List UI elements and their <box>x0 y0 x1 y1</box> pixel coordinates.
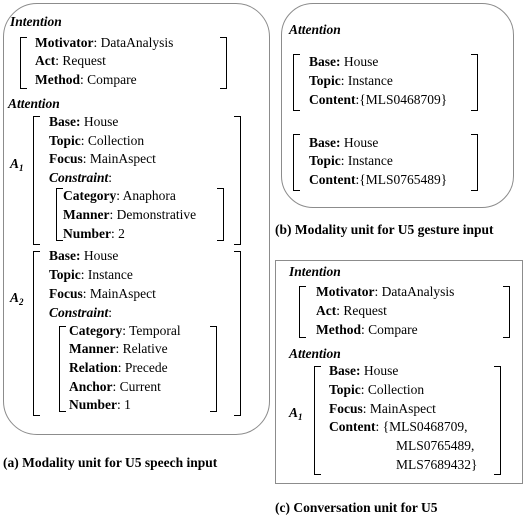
panel-a-a1-label: A1 <box>10 156 24 173</box>
panel-b-group2-row: Topic: Instance <box>309 153 393 168</box>
panel-a-a1-constraint-bracket-left <box>56 188 63 241</box>
panel-b-group1-row: Base: House <box>309 54 379 69</box>
panel-a-caption: (a) Modality unit for U5 speech input <box>3 455 218 470</box>
panel-c-intention-title: Intention <box>289 264 341 279</box>
panel-b-group2-row: Base: House <box>309 135 379 150</box>
panel-c-a1-label: A1 <box>289 405 303 422</box>
panel-a-a2-constraint-row: Number: 1 <box>69 397 131 412</box>
panel-a-a2-constraint-row: Relation: Precede <box>69 360 168 375</box>
panel-c-a1-row: Base: House <box>329 363 399 378</box>
panel-c-intention-row: Motivator: DataAnalysis <box>316 284 455 299</box>
panel-a-a1-row: Focus: MainAspect <box>49 151 156 166</box>
panel-c-a1-content-continuation: MLS0765489, <box>396 438 475 453</box>
panel-c-a1-bracket-right <box>494 366 501 475</box>
panel-a-intention-row: Motivator: DataAnalysis <box>35 35 174 50</box>
panel-a-a1-row: Base: House <box>49 114 119 129</box>
panel-a-a2-bracket-left <box>33 251 40 416</box>
panel-c-a1-row: Content: {MLS0468709, <box>329 419 468 434</box>
panel-c-a1-content-continuation: MLS7689432} <box>396 457 478 472</box>
panel-a-a2-constraint-row: Category: Temporal <box>69 323 181 338</box>
panel-c-frame <box>275 260 523 484</box>
panel-a-frame <box>3 3 270 435</box>
panel-a-a1-constraint-row: Number: 2 <box>63 226 125 241</box>
panel-b-group2-bracket-left <box>293 134 300 191</box>
panel-b-group2-bracket-right <box>471 134 478 191</box>
panel-a-a1-row: Topic: Collection <box>49 133 145 148</box>
panel-a-a2-bracket-right <box>234 251 241 416</box>
panel-b-group2-row: Content:{MLS0765489} <box>309 172 448 187</box>
panel-c-a1-bracket-left <box>314 366 321 475</box>
panel-a-intention-bracket-right <box>220 37 227 89</box>
panel-b-attention-title: Attention <box>289 22 341 37</box>
panel-a-a1-bracket-left <box>33 116 40 245</box>
panel-a-a2-row: Focus: MainAspect <box>49 286 156 301</box>
panel-a-a2-constraint-row: Manner: Relative <box>69 341 168 356</box>
panel-b-caption: (b) Modality unit for U5 gesture input <box>275 222 494 237</box>
panel-a-a1-constraint-row: Manner: Demonstrative <box>63 207 197 222</box>
panel-a-a2-row: Base: House <box>49 248 119 263</box>
panel-b-group1-bracket-left <box>293 54 300 111</box>
panel-a-a1-constraint-title: Constraint: <box>49 170 113 185</box>
panel-a-a1-constraint-row: Category: Anaphora <box>63 188 176 203</box>
panel-a-intention-row: Method: Compare <box>35 72 137 87</box>
panel-a-intention-title: Intention <box>10 14 62 29</box>
panel-a-a2-constraint-row: Anchor: Current <box>69 379 161 394</box>
panel-a-a2-constraint-title: Constraint: <box>49 305 113 320</box>
panel-c-intention-bracket-right <box>503 286 510 338</box>
panel-a-a2-row: Topic: Instance <box>49 267 133 282</box>
panel-c-intention-row: Method: Compare <box>316 322 418 337</box>
panel-b-group1-row: Content:{MLS0468709} <box>309 92 448 107</box>
panel-c-a1-row: Focus: MainAspect <box>329 401 436 416</box>
panel-a-a2-constraint-bracket-left <box>59 326 66 412</box>
panel-a-a1-constraint-bracket-right <box>217 188 224 241</box>
panel-c-intention-row: Act: Request <box>316 303 387 318</box>
panel-a-intention-row: Act: Request <box>35 53 106 68</box>
panel-b-frame <box>281 3 514 208</box>
panel-c-attention-title: Attention <box>289 346 341 361</box>
panel-b-group1-row: Topic: Instance <box>309 73 393 88</box>
panel-c-intention-bracket-left <box>299 286 306 338</box>
panel-c-caption: (c) Conversation unit for U5 <box>275 500 438 515</box>
panel-a-intention-bracket-left <box>20 37 27 89</box>
panel-a-a2-label: A2 <box>10 290 24 307</box>
panel-b-group1-bracket-right <box>471 54 478 111</box>
panel-a-a1-bracket-right <box>234 116 241 245</box>
panel-a-attention-title: Attention <box>8 96 60 111</box>
panel-c-a1-row: Topic: Collection <box>329 382 425 397</box>
panel-a-a2-constraint-bracket-right <box>210 326 217 412</box>
